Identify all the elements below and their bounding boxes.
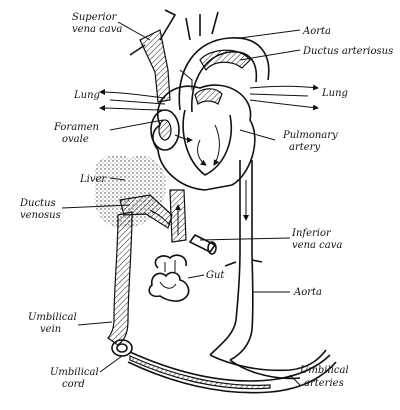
label-liver: Liver: [79, 174, 107, 185]
heart: [150, 69, 256, 191]
label-umbilical-vein-1: Umbilical: [28, 312, 77, 323]
label-lung-left: Lung: [73, 90, 100, 101]
label-foramen-ovale-1: Foramen: [53, 122, 99, 133]
label-umbilical-cord-2: cord: [62, 379, 85, 390]
label-gut: Gut: [206, 270, 225, 281]
label-umbilical-arteries-1: Umbilical: [300, 365, 349, 376]
labels: Superior vena cava Aorta Ductus arterios…: [19, 12, 393, 390]
gut: [148, 254, 190, 302]
label-umbilical-arteries-2: arteries: [304, 378, 344, 389]
superior-vena-cava-vessel: [129, 9, 177, 103]
label-pulmonary-artery-2: artery: [289, 142, 320, 153]
label-lung-right: Lung: [321, 88, 348, 99]
label-inferior-vena-cava-1: Inferior: [291, 228, 332, 239]
label-umbilical-vein-2: vein: [40, 324, 61, 335]
lung-branches: [99, 84, 319, 112]
inferior-vena-cava-vessel: [169, 189, 217, 255]
label-superior-vena-cava-1: Superior: [72, 12, 118, 23]
aortic-arch: [178, 11, 270, 113]
label-aorta-bottom: Aorta: [293, 287, 322, 298]
umbilical-cord: [111, 339, 337, 394]
label-superior-vena-cava-2: vena cava: [72, 24, 122, 35]
label-ductus-arteriosus: Ductus arteriosus: [302, 46, 393, 57]
umbilical-vein-vessel: [107, 211, 133, 346]
descending-aorta: [209, 160, 263, 361]
label-pulmonary-artery-1: Pulmonary: [282, 130, 338, 141]
label-inferior-vena-cava-2: vena cava: [292, 240, 342, 251]
label-ductus-venosus-2: venosus: [20, 210, 61, 221]
label-aorta-top: Aorta: [302, 26, 331, 37]
leader-lines: [61, 21, 301, 386]
label-foramen-ovale-2: ovale: [62, 134, 89, 145]
label-ductus-venosus-1: Ductus: [19, 198, 56, 209]
umbilical-arteries-vessels: [209, 349, 327, 380]
label-umbilical-cord-1: Umbilical: [50, 367, 99, 378]
